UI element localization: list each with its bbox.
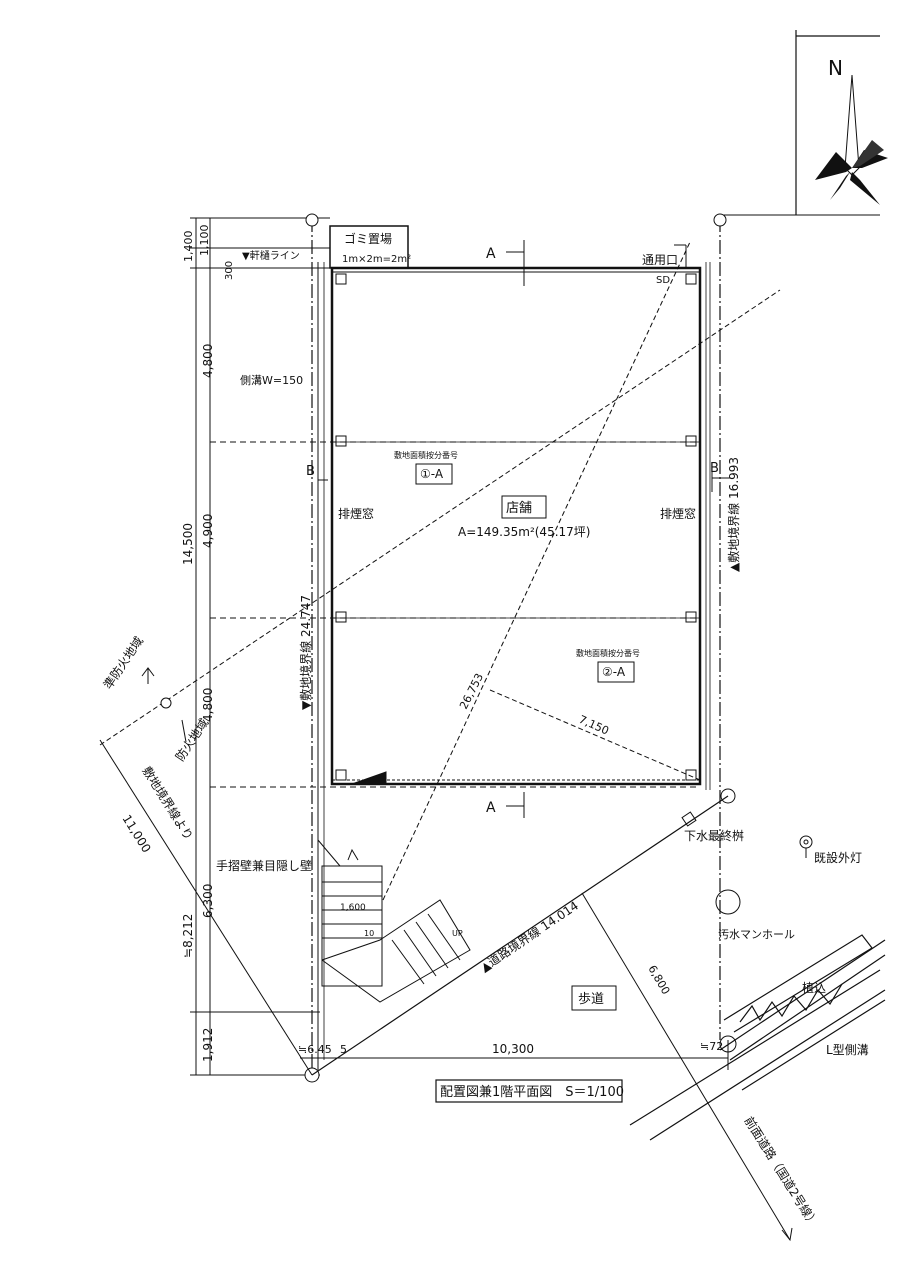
zone-1-box	[415, 463, 453, 485]
sewage-manhole-label: 汚水マンホール	[718, 928, 795, 941]
diag-6800: 6,800	[645, 963, 672, 997]
zone-2-label: ②-A	[602, 665, 626, 679]
boundary-diag-label: 敷地境界線より	[139, 764, 196, 843]
dim-645: ≒6.45	[298, 1043, 332, 1056]
dim-14500: 14,500	[181, 523, 195, 565]
staircase	[317, 839, 471, 1003]
dim-6300: 6,300	[201, 884, 215, 918]
section-labels: A A B B	[306, 246, 719, 816]
diag-11000: 11,000	[119, 812, 153, 855]
section-markers	[317, 240, 730, 818]
zone-1-label: ①-A	[420, 467, 444, 481]
section-a-top: A	[486, 246, 496, 262]
north-label: N	[828, 56, 843, 80]
fire-zone-boundary	[99, 289, 781, 746]
dim-72: ≒72	[700, 1040, 723, 1053]
dim-10300: 10,300	[492, 1042, 534, 1056]
dim-1100: 1,100	[198, 225, 211, 257]
zone-note-1: 敷地面積按分番号	[394, 450, 458, 460]
handrail-label: 手摺壁兼目隠し壁	[216, 858, 312, 873]
l-gutter-label: L型側溝	[826, 1043, 869, 1057]
dim-1912: 1,912	[201, 1028, 215, 1062]
dim-4800-a: 4,800	[201, 344, 215, 378]
road-boundary	[311, 795, 886, 1141]
vent-right-label: 排煙窓	[660, 506, 696, 521]
section-b-right: B	[710, 461, 719, 476]
sewer-final-label: 下水最終桝	[684, 828, 744, 843]
dim-4900: 4,900	[201, 514, 215, 548]
dim-4800-b: 4,800	[201, 688, 215, 722]
garbage-area: ゴミ置場 1m×2m=2m²	[329, 225, 411, 269]
diag-26753: 26,753	[457, 671, 486, 711]
garbage-label: ゴミ置場	[344, 231, 392, 246]
boundary-right-label: ▲敷地境界線 16.993	[726, 457, 741, 572]
dim-1400: 1,400	[182, 231, 195, 263]
shop-label: 店舗	[506, 501, 532, 516]
sidewalk-label: 歩道	[578, 992, 604, 1007]
area-label: A=149.35m²(45.17坪)	[458, 525, 590, 539]
section-a-bottom: A	[486, 800, 496, 816]
dim-8212: ≒8,212	[181, 914, 195, 958]
site-fixtures	[681, 811, 813, 1053]
road-boundary-label: ▲道路境界線 14.014	[477, 898, 581, 975]
boundary-left-label: ▼敷地境界線 24.747	[298, 595, 313, 710]
existing-light-label: 既設外灯	[814, 850, 862, 865]
planting-label: 植込	[802, 980, 826, 995]
eave-line-label: ▼軒樋ライン	[242, 249, 300, 262]
front-road-label: 前面道路（国道2号線）	[741, 1114, 821, 1230]
sidewalk-box	[571, 985, 617, 1011]
building-outline	[330, 266, 702, 786]
diagonal-measurements	[99, 241, 793, 1242]
vent-left-label: 排煙窓	[338, 506, 374, 521]
garbage-size-label: 1m×2m=2m²	[342, 254, 411, 265]
service-door-label: 通用口	[642, 253, 678, 267]
north-arrow: N	[720, 30, 888, 216]
stair-up: UP	[452, 929, 463, 938]
dim-5: 5	[340, 1043, 347, 1056]
stair-1600: 1,600	[340, 903, 366, 913]
sd-label: SD	[656, 275, 670, 286]
dim-300: 300	[224, 261, 235, 280]
fire-zone-label: 防火地域	[172, 715, 211, 763]
plan-title: 配置図兼1階平面図 S＝1/100	[440, 1085, 624, 1100]
site-boundary	[304, 213, 736, 1083]
stair-10: 10	[364, 929, 374, 938]
side-gutter-label: 側溝W=150	[240, 374, 303, 387]
diag-7150: 7,150	[577, 713, 611, 738]
left-dimension-chain	[190, 217, 700, 1076]
plan-labels: ▼軒樋ライン 通用口 SD 側溝W=150 排煙窓 排煙窓 敷地面積按分番号 ①…	[216, 249, 869, 1100]
semi-fire-zone-label: 準防火地域	[100, 634, 146, 692]
title-box	[435, 1079, 623, 1103]
shop-box	[501, 495, 547, 519]
dimension-texts: 1,400 1,100 300 4,800 14,500 4,900 4,800…	[181, 225, 723, 1063]
zone-2-box	[597, 661, 635, 683]
section-b-left: B	[306, 464, 315, 479]
zone-note-2: 敷地面積按分番号	[576, 648, 640, 658]
